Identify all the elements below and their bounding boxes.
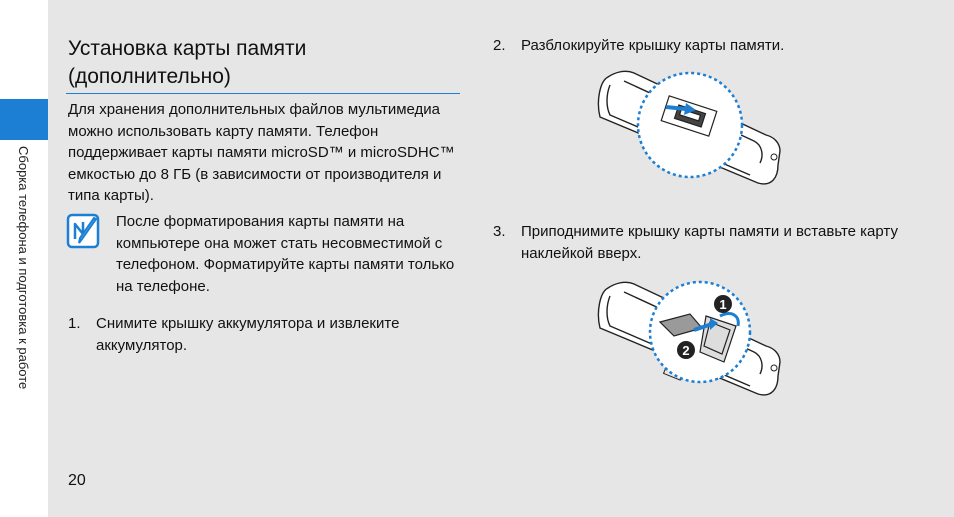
chapter-tab: [0, 99, 48, 140]
step-number: 1.: [68, 315, 81, 332]
sidebar: Сборка телефона и подготовка к работе: [0, 0, 48, 517]
page-number: 20: [68, 472, 86, 489]
marker-1: 1: [719, 297, 726, 312]
step-text: Приподнимите крышку карты памяти и встав…: [521, 223, 898, 262]
step-number: 2.: [493, 37, 506, 54]
note-text: После форматирования карты памяти на ком…: [116, 213, 455, 295]
chapter-label: Сборка телефона и подготовка к работе: [16, 146, 31, 390]
step-text: Снимите крышку аккумулятора и извлеките …: [96, 315, 400, 354]
note-pencil-icon: [66, 213, 102, 249]
unlock-card-cover-illustration: [594, 65, 784, 205]
title-divider: [66, 93, 460, 94]
step-text: Разблокируйте крышку карты памяти.: [521, 37, 785, 54]
step-number: 3.: [493, 223, 506, 240]
marker-2: 2: [682, 343, 689, 358]
intro-paragraph: Для хранения дополнительных файлов мульт…: [68, 101, 455, 204]
insert-card-illustration: 1 2: [594, 276, 784, 416]
section-title: Установка карты памяти (дополнительно): [68, 37, 307, 88]
